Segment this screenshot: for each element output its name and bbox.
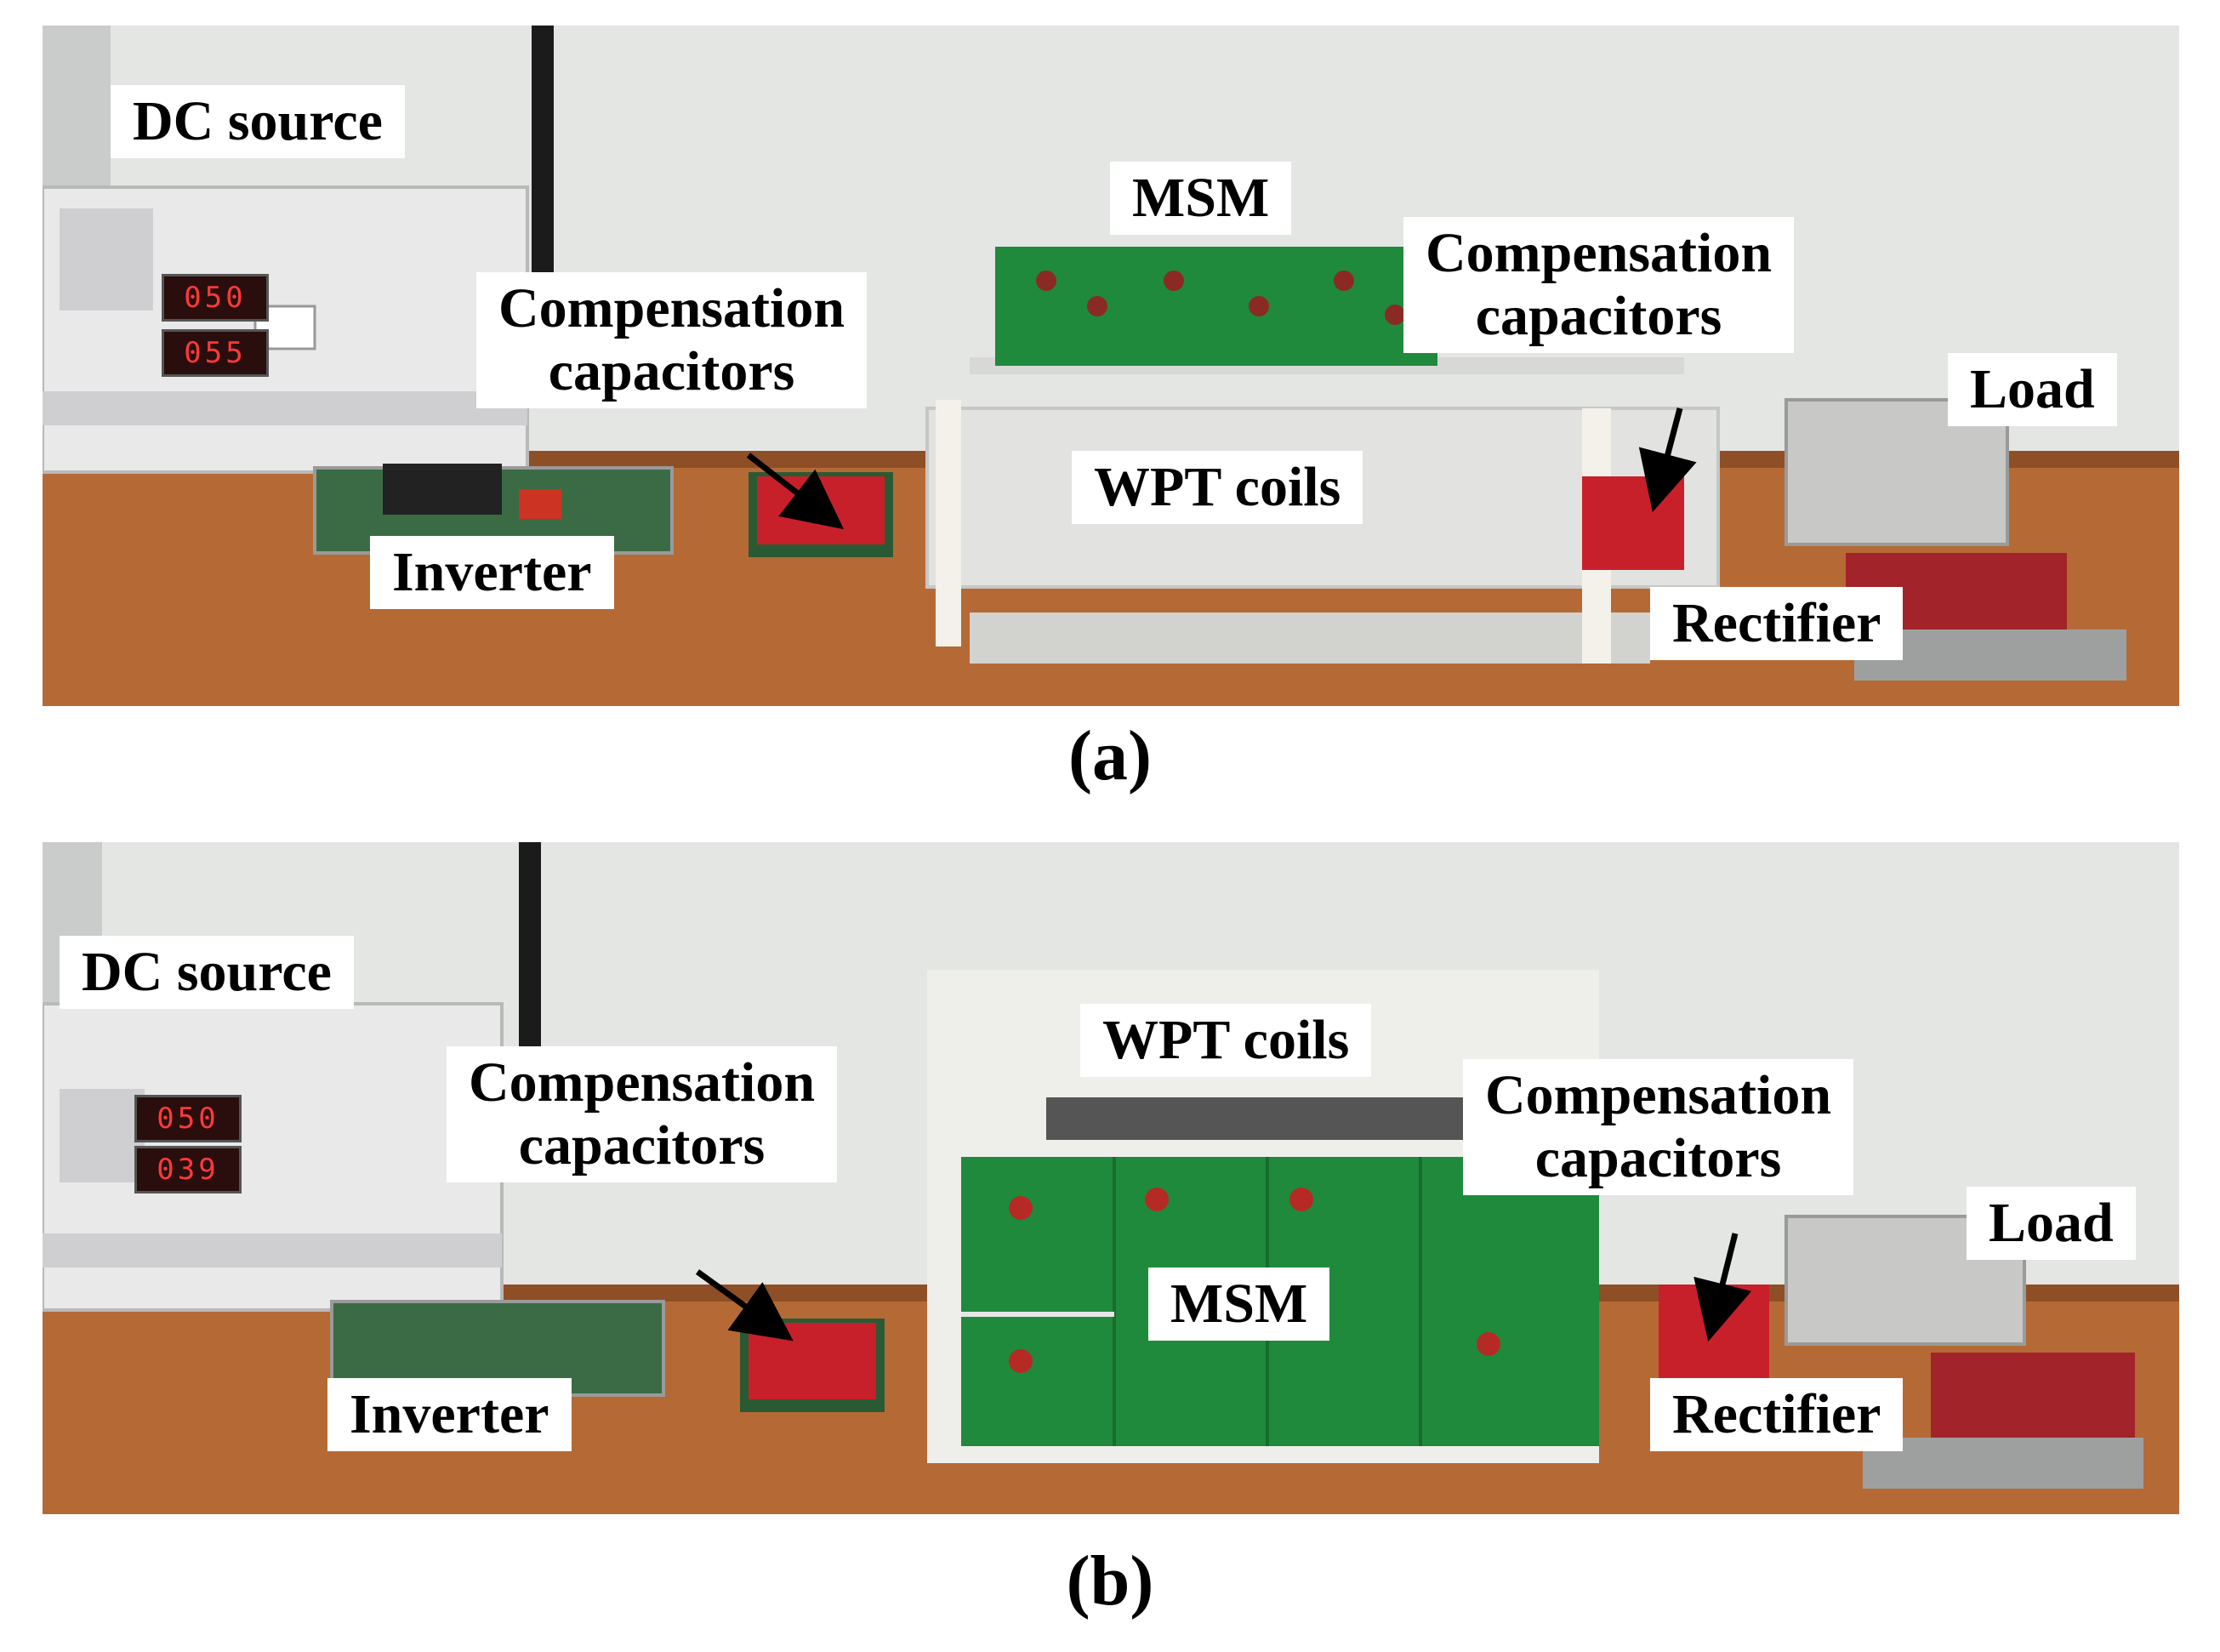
label-rectifier-b: Rectifier [1650,1378,1904,1451]
capacitor-bank-left [749,472,893,557]
dc-source-unit [43,185,529,474]
label-load-b: Load [1967,1187,2136,1260]
current-readout-b: 039 [134,1146,242,1193]
caption-b: (b) [1066,1541,1154,1621]
label-rectifier: Rectifier [1650,587,1904,660]
label-inverter-b: Inverter [327,1378,572,1451]
voltage-readout-b: 050 [134,1095,242,1142]
power-cable [532,26,554,281]
label-dc-source-b: DC source [60,936,354,1009]
current-readout: 055 [162,329,269,377]
caption-a: (a) [1068,716,1152,795]
label-wpt-coils-b: WPT coils [1080,1004,1372,1077]
capacitor-bank-right-b [1659,1285,1769,1378]
label-msm-b: MSM [1148,1267,1330,1341]
label-wpt-coils: WPT coils [1072,451,1363,524]
setup-photo-b [43,842,2179,1514]
label-dc-source: DC source [111,85,405,158]
voltage-readout: 050 [162,274,269,322]
label-load: Load [1948,353,2117,426]
label-inverter: Inverter [370,536,614,609]
capacitor-bank-left-b [740,1319,885,1412]
label-msm: MSM [1110,162,1292,235]
dc-source-unit-b [43,1002,504,1312]
msm-board [995,247,1437,366]
load-unit-b [1785,1215,2143,1489]
capacitor-bank-right [1582,476,1684,570]
